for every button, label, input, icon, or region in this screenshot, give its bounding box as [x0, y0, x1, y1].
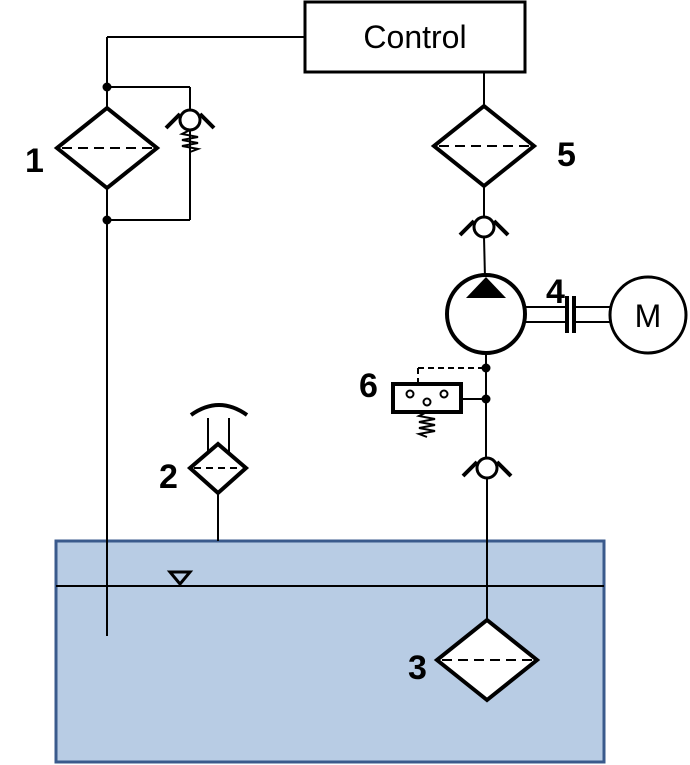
relief-pilot-junction	[481, 363, 491, 373]
pump-outlet-check-valve-seat-right	[492, 219, 510, 237]
label-1: 1	[25, 142, 44, 180]
relief-valve-port-2	[422, 397, 432, 407]
bypass-check-valve-ball	[178, 108, 202, 132]
pressure-line-2	[483, 236, 486, 279]
bypass-check-valve-seat-right	[198, 112, 216, 130]
pump-outlet-check-valve-ball	[472, 215, 496, 239]
electric-motor	[608, 275, 688, 355]
label-5: 5	[557, 136, 576, 174]
pump-outlet-check-valve-seat-left	[458, 219, 476, 237]
control-label: Control	[363, 19, 466, 55]
label-2: 2	[159, 458, 178, 496]
label-6: 6	[359, 367, 378, 405]
motor-label: M	[635, 298, 662, 334]
suction-check-valve-seat-left	[461, 460, 479, 478]
suction-strainer-3	[433, 617, 541, 703]
label-4: 4	[546, 273, 565, 311]
breather-cap	[189, 403, 249, 417]
label-3: 3	[408, 649, 427, 687]
fluid-level-marker	[166, 570, 194, 587]
relief-valve-spring	[415, 411, 436, 438]
relief-valve-port-3	[439, 389, 449, 399]
relief-valve-port-1	[405, 389, 415, 399]
bypass-check-valve-seat-left	[164, 112, 182, 130]
pump-direction-triangle	[466, 277, 506, 298]
control-box	[303, 0, 527, 74]
suction-check-valve-ball	[475, 456, 499, 480]
relief-valve-6	[391, 382, 463, 414]
suction-check-valve-seat-right	[495, 460, 513, 478]
